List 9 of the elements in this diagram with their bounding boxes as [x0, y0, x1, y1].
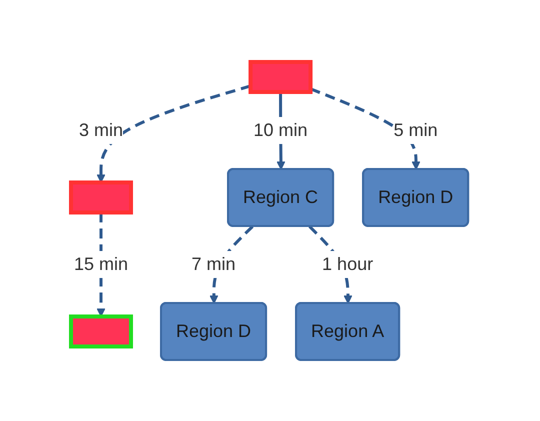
node-box: [69, 180, 134, 214]
edge-label: 1 hour: [322, 253, 374, 274]
edge-label: 5 min: [394, 119, 438, 140]
node-box: [69, 314, 134, 348]
edge-label: 7 min: [192, 253, 236, 274]
edge-label: 15 min: [74, 253, 128, 274]
node-box: [248, 60, 313, 94]
edge-label: 10 min: [254, 119, 308, 140]
edge-label: 3 min: [79, 119, 124, 140]
